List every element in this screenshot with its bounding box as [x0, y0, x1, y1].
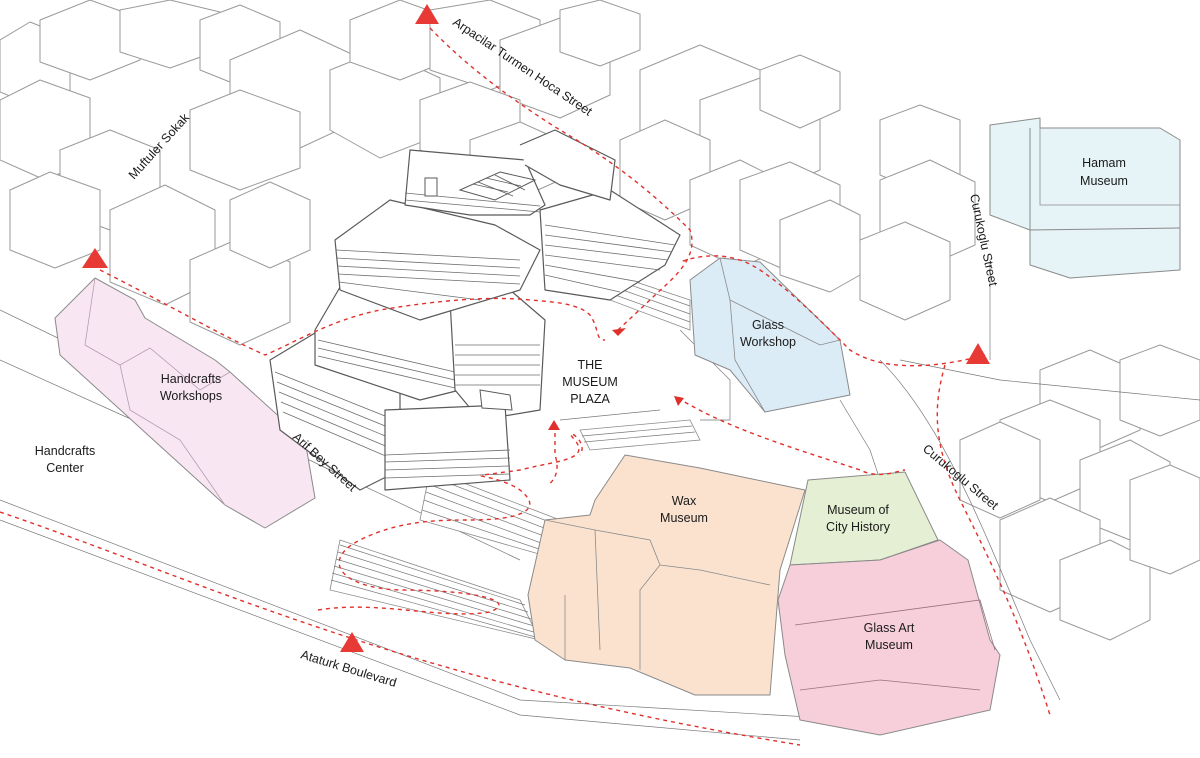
- label-hamam-museum-2: Museum: [1080, 174, 1128, 188]
- hamam-museum-building: [989, 117, 1181, 279]
- label-glass-workshop-2: Workshop: [740, 335, 796, 349]
- museum-complex: [269, 129, 681, 491]
- label-handcrafts-center-1: Handcrafts: [35, 444, 95, 458]
- label-city-history-2: City History: [826, 520, 891, 534]
- entrance-markers: [82, 4, 990, 652]
- label-hamam-museum-1: Hamam: [1082, 156, 1126, 170]
- glass-art-museum-building: [777, 539, 1001, 736]
- circulation-routes: [0, 27, 1051, 746]
- wax-museum-building: [527, 454, 806, 696]
- label-glass-workshop-1: Glass: [752, 318, 784, 332]
- arrow-plaza-east: [674, 396, 684, 406]
- label-wax-museum-1: Wax: [672, 494, 697, 508]
- label-plaza-3: PLAZA: [570, 392, 610, 406]
- label-ataturk-boulevard: Ataturk Boulevard: [299, 647, 398, 689]
- label-glass-art-museum-2: Museum: [865, 638, 913, 652]
- route-muftuler: [99, 269, 606, 356]
- route-ataturk: [0, 511, 801, 746]
- entrance-ataturk: [340, 632, 364, 652]
- route-arpacilar: [429, 27, 693, 331]
- route-curukoglu-lower: [936, 364, 1051, 716]
- entrance-curukoglu: [966, 343, 990, 364]
- label-plaza-1: THE: [578, 358, 603, 372]
- label-handcrafts-center-2: Center: [46, 461, 84, 475]
- label-handcrafts-workshops-1: Handcrafts: [161, 372, 221, 386]
- route-plaza-east: [677, 397, 906, 476]
- label-glass-art-museum-1: Glass Art: [864, 621, 915, 635]
- entrance-arpacilar: [415, 4, 439, 24]
- label-plaza-2: MUSEUM: [562, 375, 618, 389]
- route-plaza-serpentine: [317, 433, 583, 615]
- glass-workshop-building: [689, 257, 851, 413]
- handcrafts-workshops-building: [54, 277, 316, 529]
- label-handcrafts-workshops-2: Workshops: [160, 389, 222, 403]
- entrance-muftuler: [82, 248, 108, 268]
- arrow-plaza-north: [612, 328, 626, 336]
- label-wax-museum-2: Museum: [660, 511, 708, 525]
- label-city-history-1: Museum of: [827, 503, 889, 517]
- arrow-plaza-south: [548, 420, 560, 430]
